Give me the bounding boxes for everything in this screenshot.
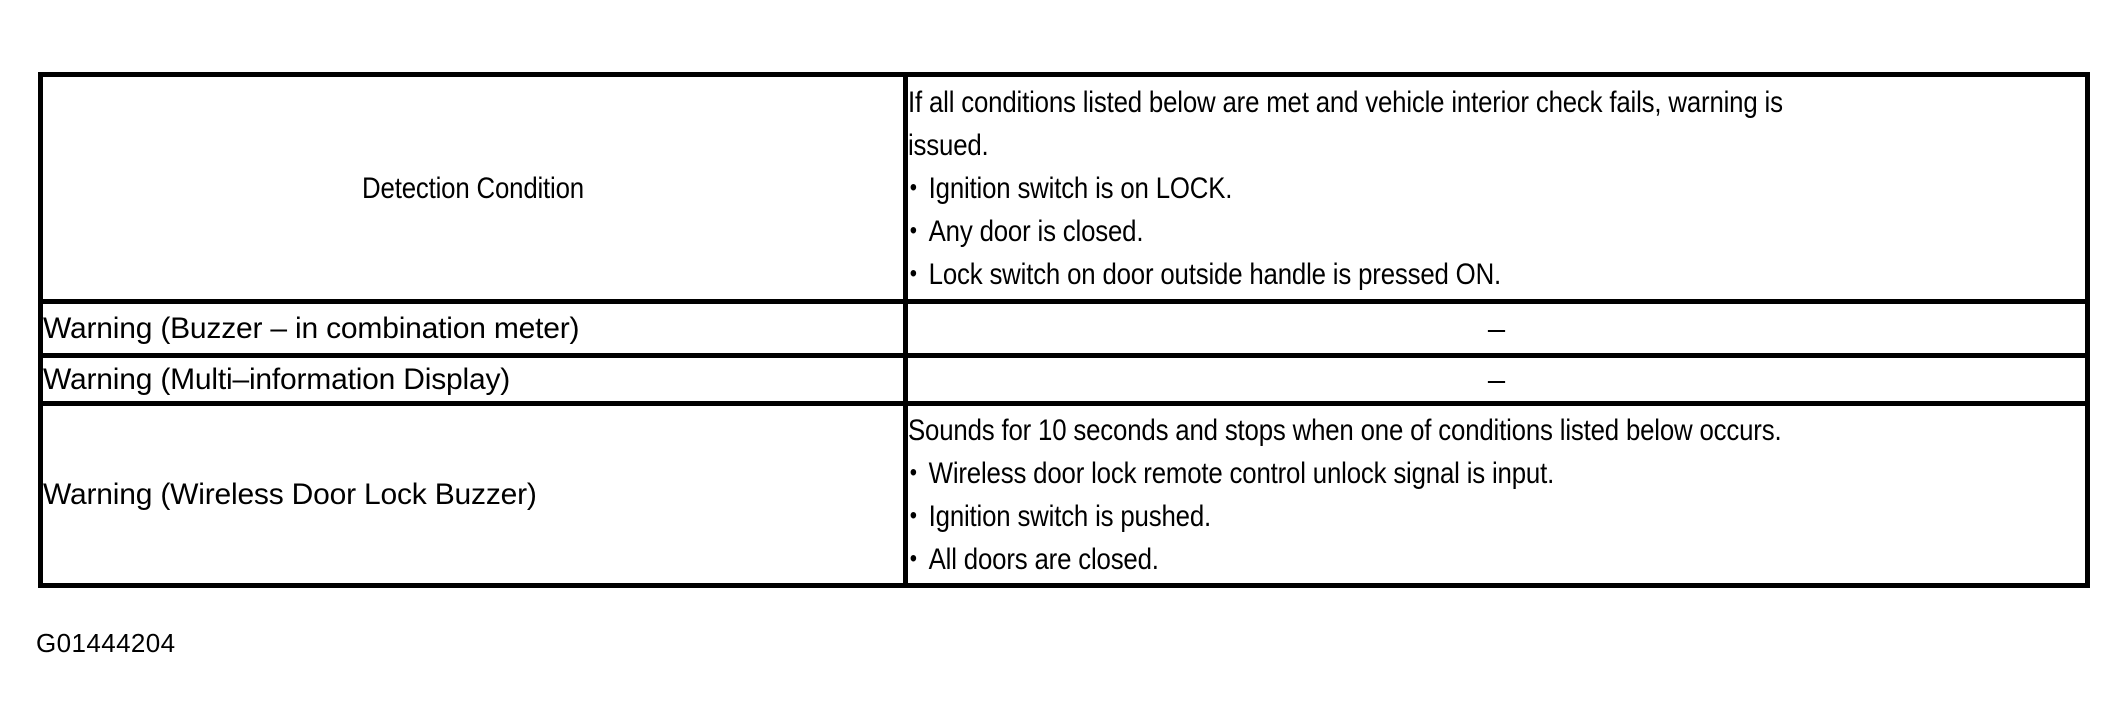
table-row: Warning (Wireless Door Lock Buzzer) Soun…: [38, 401, 2090, 588]
row-label-text: Warning (Multi–information Display): [43, 363, 511, 396]
table-row: Warning (Buzzer – in combination meter) …: [38, 299, 2090, 358]
table-row: Detection Condition If all conditions li…: [38, 72, 2090, 304]
figure-reference-code: G01444204: [36, 628, 176, 658]
row-value-cell-warning-multi-information-display: –: [903, 353, 2090, 406]
table-row: Warning (Multi–information Display) –: [38, 353, 2090, 406]
table-body: Detection Condition If all conditions li…: [38, 72, 2090, 588]
row-value-cell-warning-buzzer-combination-meter: –: [903, 299, 2090, 358]
value-bullet-item: Wireless door lock remote control unlock…: [908, 451, 1920, 495]
row-value-cell-detection-condition: If all conditions listed below are met a…: [903, 72, 2090, 304]
row-value-cell-warning-wireless-door-lock-buzzer: Sounds for 10 seconds and stops when one…: [903, 401, 2090, 588]
value-bullet-item: Lock switch on door outside handle is pr…: [908, 252, 1920, 296]
value-bullet-item: All doors are closed.: [908, 537, 1920, 581]
row-label-cell-warning-wireless-door-lock-buzzer: Warning (Wireless Door Lock Buzzer): [38, 401, 908, 588]
value-intro-line: issued.: [908, 128, 989, 162]
value-dash: –: [1487, 361, 1506, 397]
row-label-cell-warning-buzzer-combination-meter: Warning (Buzzer – in combination meter): [38, 299, 908, 358]
value-bullet-item: Ignition switch is pushed.: [908, 494, 1920, 538]
row-label-cell-detection-condition: Detection Condition: [38, 72, 908, 304]
specification-table: Detection Condition If all conditions li…: [38, 72, 2090, 588]
value-intro-line: If all conditions listed below are met a…: [908, 85, 1783, 119]
value-dash: –: [1487, 310, 1506, 346]
row-label-text: Warning (Buzzer – in combination meter): [43, 312, 580, 345]
value-bullet-item: Any door is closed.: [908, 209, 1920, 253]
row-label-cell-warning-multi-information-display: Warning (Multi–information Display): [38, 353, 908, 406]
value-bullet-item: Ignition switch is on LOCK.: [908, 166, 1920, 210]
row-label-text: Warning (Wireless Door Lock Buzzer): [43, 478, 537, 511]
value-intro-line: Sounds for 10 seconds and stops when one…: [908, 413, 1782, 447]
row-label-text: Detection Condition: [362, 171, 584, 205]
